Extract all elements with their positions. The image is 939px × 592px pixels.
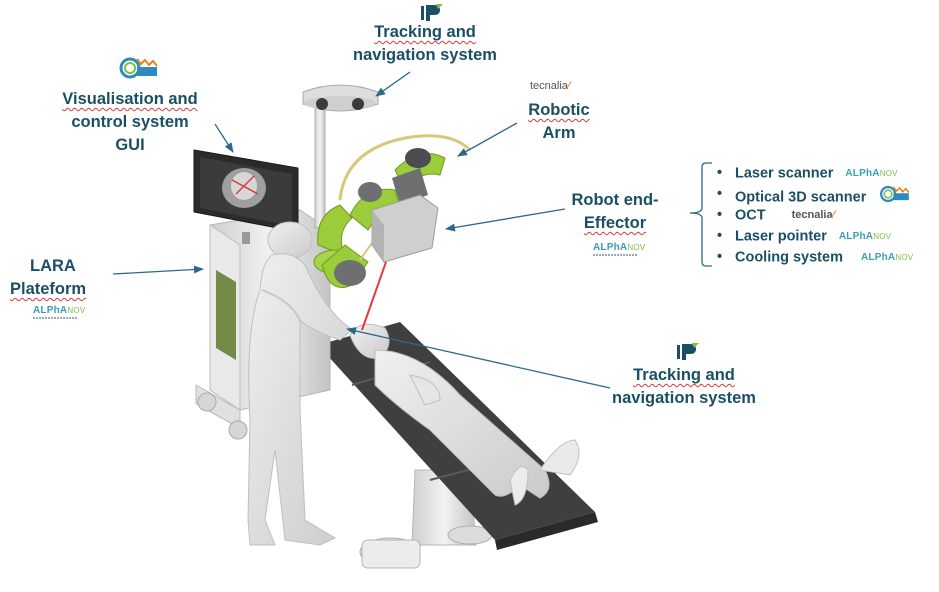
arrow-end-effector <box>445 208 566 232</box>
critt-logo-icon <box>119 57 158 79</box>
tecnalia-logo: tecnalia⁄ <box>530 80 570 92</box>
label-tracking-top: Tracking and navigation system <box>353 23 497 64</box>
surgeon-figure <box>247 221 353 546</box>
list-item-optical-3d-scanner: Optical 3D scanner <box>717 184 913 205</box>
p-logo-icon <box>677 343 699 360</box>
list-item-laser-scanner: Laser scanner ALPhANOV <box>717 163 913 184</box>
tecnalia-logo-text: tecnalia <box>530 80 568 92</box>
alphanov-logo: ALPhANOV <box>845 168 898 179</box>
alphanov-logo: ALPhANOV <box>838 231 892 242</box>
pointer-arrows <box>112 71 611 389</box>
p-logo-bottom <box>677 343 699 366</box>
label-end-effector: Robot end- Effector <box>571 191 659 232</box>
label-tracking-bottom: Tracking and navigation system <box>612 366 756 407</box>
arrow-robotic-arm <box>457 122 518 157</box>
p-logo-icon <box>421 4 443 21</box>
critt-logo <box>119 55 159 86</box>
robotic-arm <box>313 134 472 288</box>
tecnalia-mark: ⁄ <box>567 80 570 92</box>
tecnalia-logo: tecnalia⁄ <box>791 209 835 221</box>
arrow-tracking-top <box>375 71 411 97</box>
tracking-camera-top <box>302 84 379 229</box>
critt-logo <box>878 184 912 211</box>
list-item-cooling-system: Cooling system ALPhANOV <box>717 247 913 268</box>
arrow-tracking-bottom <box>346 327 611 389</box>
critt-logo-icon <box>880 185 910 203</box>
arrow-visualisation <box>214 123 234 153</box>
label-robotic-arm: Robotic Arm <box>528 101 590 142</box>
alphanov-logo-effector: ALPhANOV <box>593 242 645 256</box>
end-effector-bracket <box>689 162 712 267</box>
p-logo-top <box>421 4 443 27</box>
gui-monitor <box>193 149 299 244</box>
arrow-lara <box>112 265 204 275</box>
list-item-oct: OCT tecnalia⁄ <box>717 205 913 226</box>
label-lara: LARA Plateform <box>10 257 87 298</box>
patient-figure <box>349 323 580 506</box>
alphanov-logo-lara: ALPhANOV <box>33 305 85 319</box>
alphanov-logo: ALPhANOV <box>861 252 914 263</box>
label-visualisation: Visualisation and control system GUI <box>62 90 198 154</box>
list-item-laser-pointer: Laser pointer ALPhANOV <box>717 226 913 247</box>
end-effector-list: Laser scanner ALPhANOV Optical 3D scanne… <box>717 163 913 268</box>
end-effector-box <box>361 168 439 331</box>
